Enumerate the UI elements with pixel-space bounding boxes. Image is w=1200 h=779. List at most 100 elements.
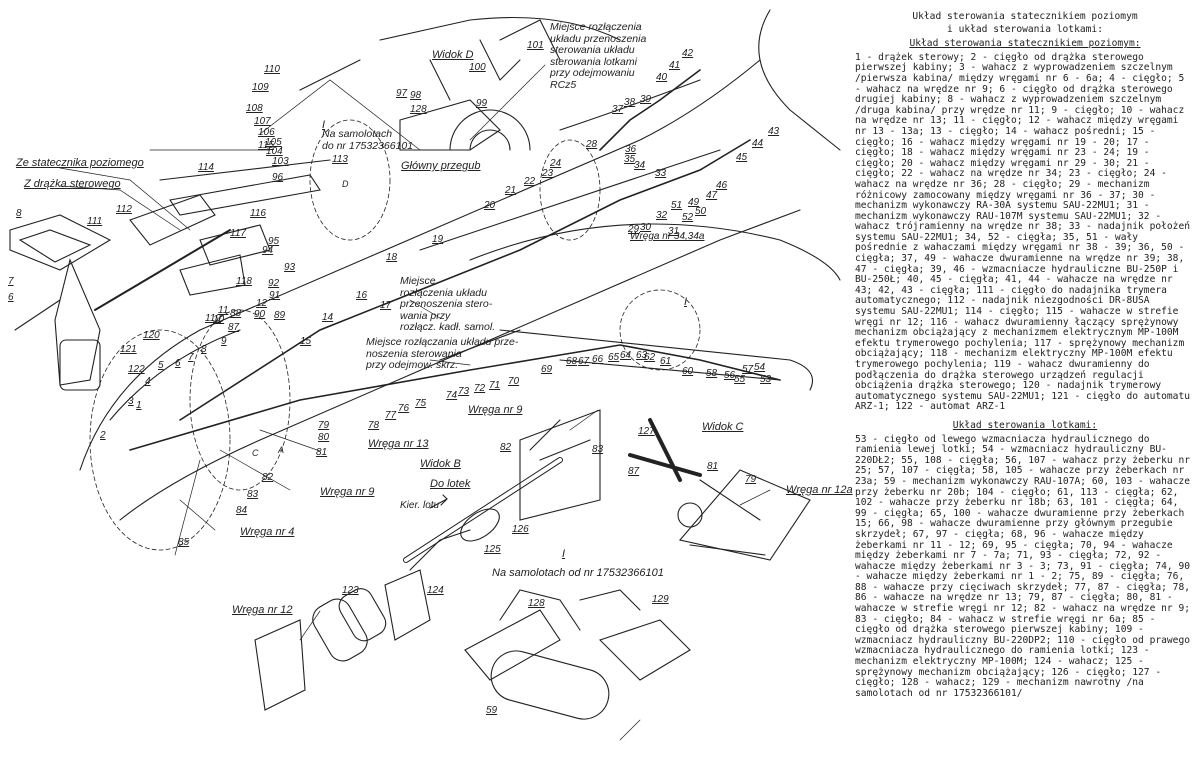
part-number-label: 61	[660, 356, 672, 367]
bottom-left-assembly	[254, 529, 471, 711]
part-number-label: 36	[625, 144, 637, 155]
part-number-label: 101	[527, 40, 544, 51]
diagram-line-art	[9, 9, 841, 741]
part-number-label: 21	[505, 185, 517, 196]
wing-outline	[439, 223, 841, 391]
part-number-label: 60	[682, 366, 694, 377]
label-frame-4: Wręga nr 4	[240, 526, 295, 538]
part-number-label: 72	[474, 383, 486, 394]
part-number-label: 65	[608, 352, 620, 363]
part-number-label: 99	[476, 98, 488, 109]
part-number-label: 50	[695, 206, 707, 217]
part-number-label: 35	[624, 154, 636, 165]
legend-section-stabilizer-heading: Układ sterowania statecznikiem poziomym:	[909, 38, 1141, 50]
part-number-label: 9	[221, 336, 227, 347]
part-number-label: 97	[396, 88, 408, 99]
label-main-hinge: Główny przegub	[401, 160, 481, 172]
note-aircraft-from: Na samolotach od nr 17532366101	[492, 567, 664, 579]
label-detail-i-bottom: I	[562, 548, 566, 560]
legend-section-ailerons-text: 53 - cięgło od lewego wzmacniacza hydrau…	[855, 433, 1191, 699]
part-number-label: 79	[318, 420, 330, 431]
part-number-label: 100	[469, 62, 486, 73]
part-number-label: 38	[624, 97, 636, 108]
view-b-assembly	[403, 409, 601, 563]
part-number-label: 120	[143, 330, 160, 341]
label-point-a: A	[278, 445, 285, 455]
part-number-label: 33	[655, 168, 667, 179]
part-number-label: 56	[724, 370, 736, 381]
part-number-label: 95	[268, 236, 280, 247]
part-number-label: 31	[668, 226, 680, 237]
part-number-label: 125	[484, 544, 501, 555]
part-number-label: 1	[136, 400, 142, 411]
legend-section-stabilizer-text: 1 - drążek sterowy; 2 - cięgło od drążka…	[855, 51, 1191, 413]
part-number-label: 49	[688, 197, 700, 208]
part-number-label: 44	[752, 138, 764, 149]
label-from-stabilizer: Ze statecznika poziomego	[16, 157, 144, 169]
note-aircraft-up-to: Na samolotach do nr 17532366101	[322, 128, 414, 152]
label-from-control-stick: Z drążka sterowego	[24, 178, 121, 190]
part-number-label: 117	[230, 228, 246, 239]
label-frame-9-left: Wręga nr 9	[320, 486, 375, 498]
part-number-label: 93	[284, 262, 296, 273]
view-d-assembly	[399, 19, 561, 151]
part-number-label: 106	[258, 127, 275, 138]
part-number-label: 43	[768, 126, 780, 137]
part-number-label: 10	[213, 314, 225, 325]
label-view-c: Widok C	[702, 421, 744, 433]
label-point-d: D	[342, 179, 349, 189]
part-number-label: 84	[236, 505, 248, 516]
part-number-label: 78	[368, 420, 380, 431]
part-number-label: 92	[268, 278, 280, 289]
note-disconnect-rcz5: Miejsce rozłączenia układu przenoszenia …	[550, 21, 647, 91]
part-number-label: 75	[415, 398, 427, 409]
part-number-label: 42	[682, 48, 694, 59]
part-number-label: 37	[612, 104, 624, 115]
part-number-label: 59	[486, 705, 498, 716]
part-number-label: 16	[356, 290, 368, 301]
legend-section-ailerons-heading: Układ sterowania lotkami:	[952, 419, 1098, 431]
part-number-label: 46	[716, 180, 728, 191]
part-number-label: 122	[128, 364, 145, 375]
part-number-label: 29	[628, 224, 640, 235]
part-number-label: 94	[262, 245, 274, 256]
label-flight-direction: Kier. lotu	[400, 500, 440, 511]
part-number-label: 108	[246, 103, 263, 114]
label-frame-12: Wręga nr 12	[232, 604, 293, 616]
part-number-label: 112	[116, 204, 132, 215]
technical-diagram: Ze statecznika poziomego Z drążka sterow…	[8, 9, 853, 741]
part-number-label: 126	[512, 524, 529, 535]
part-number-label: 83	[592, 444, 604, 455]
part-number-label: 8	[16, 208, 22, 219]
part-number-label: 64	[620, 350, 632, 361]
part-number-label: 62	[644, 352, 656, 363]
part-number-label: 2	[100, 430, 106, 441]
part-number-label: 81	[707, 461, 719, 472]
label-frame-13: Wręga nr 13	[368, 438, 429, 450]
part-number-label: 76	[398, 403, 410, 414]
part-number-label: 66	[592, 354, 604, 365]
part-number-label: 77	[385, 410, 397, 421]
part-number-label: 55	[734, 374, 746, 385]
part-number-label: 47	[706, 190, 718, 201]
part-number-label: 53	[760, 374, 772, 385]
part-number-label: 69	[541, 364, 553, 375]
part-number-label: 32	[656, 210, 668, 221]
part-number-label: 89	[274, 310, 286, 321]
part-number-label: 107	[254, 116, 271, 127]
part-number-label: 23	[542, 168, 554, 179]
label-view-b: Widok B	[420, 458, 461, 470]
part-number-label: 24	[550, 158, 562, 169]
part-number-label: 57	[742, 364, 754, 375]
part-number-label: 85	[178, 537, 190, 548]
part-number-label: 17	[380, 300, 392, 311]
part-number-label: 96	[272, 172, 284, 183]
label-detail-i-top: I	[322, 119, 326, 131]
frame-circles	[89, 119, 701, 551]
part-number-label: 70	[508, 376, 520, 387]
part-number-label: 51	[671, 200, 683, 211]
part-number-label: 128	[410, 104, 427, 115]
part-number-label: 18	[386, 252, 398, 263]
part-number-label: 104	[266, 146, 283, 157]
part-number-label: 15	[300, 336, 312, 347]
